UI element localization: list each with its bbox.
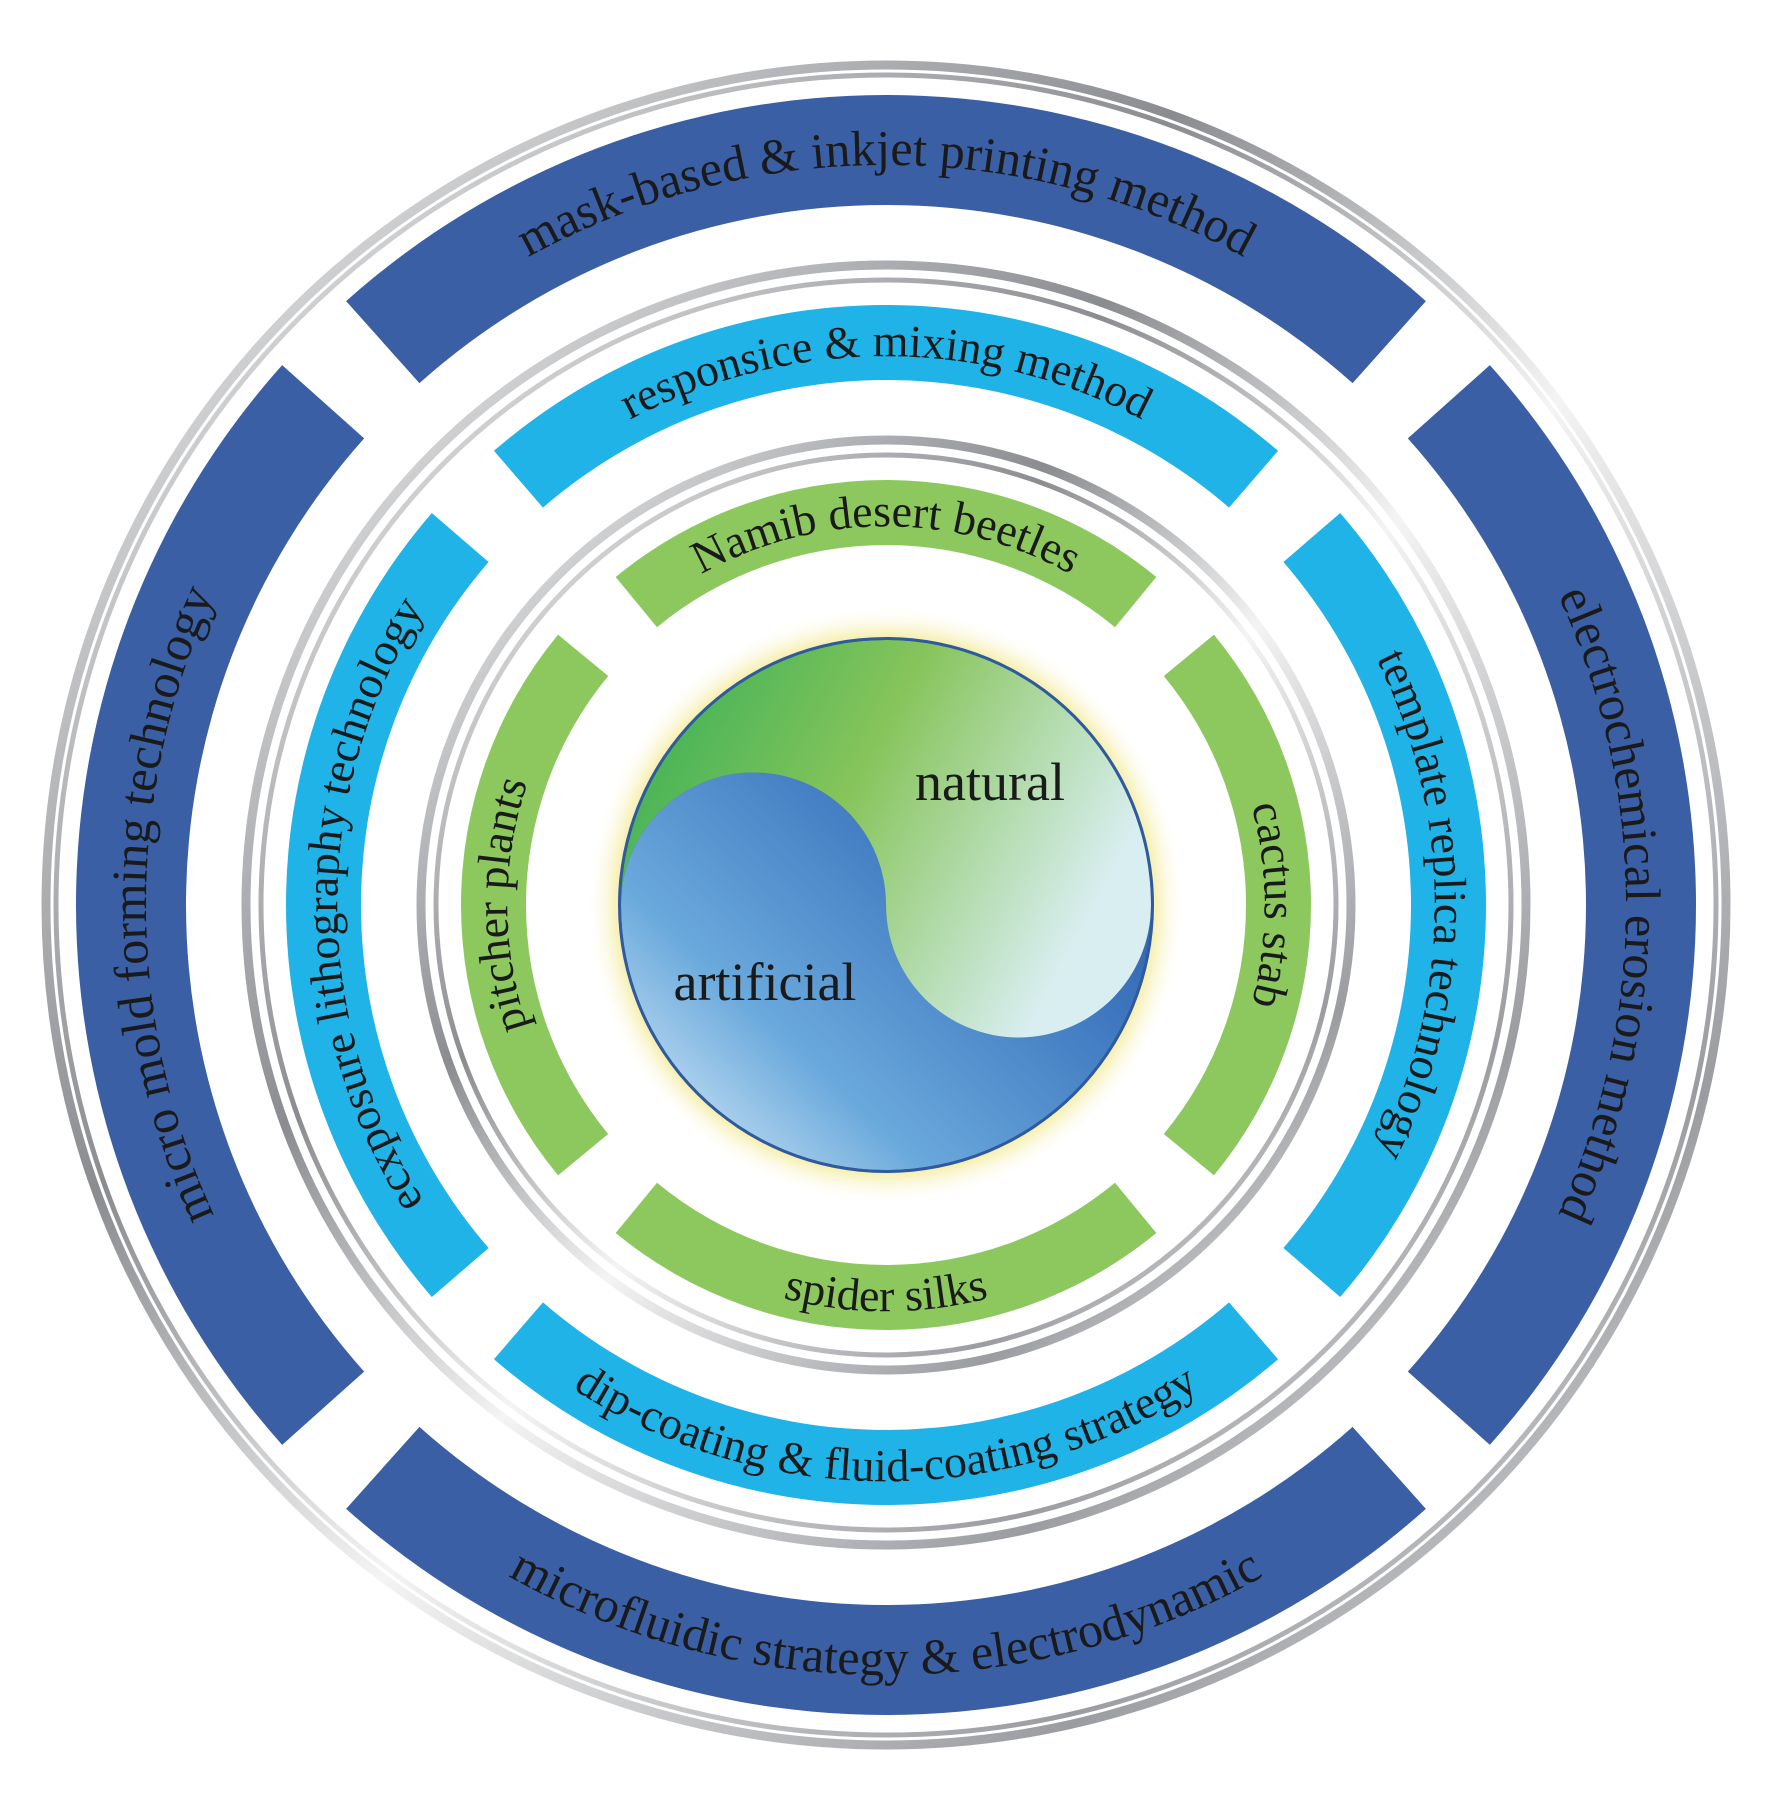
middle-ring-segment-right: [1283, 512, 1486, 1298]
rings-layer: [41, 60, 1731, 1750]
metallic-ring: [416, 435, 1356, 1375]
natural-label: natural: [915, 752, 1065, 812]
inner-ring-segment-bottom: [615, 1182, 1157, 1330]
middle-ring-label-left: ecxposure lithography technology: [296, 587, 432, 1223]
middle-ring-segment-bottom: [493, 1302, 1279, 1505]
metallic-ring: [258, 277, 1514, 1533]
outer-ring-segment-bottom: [346, 1426, 1426, 1715]
artificial-half: [621, 772, 1151, 1170]
middle-ring-segment-left: [286, 512, 489, 1298]
metallic-ring: [41, 60, 1731, 1750]
inner-ring-segment-top: [615, 479, 1157, 628]
metallic-ring: [53, 72, 1719, 1738]
inner-ring-segment-right: [1163, 634, 1311, 1176]
outer-ring-segment-right: [1407, 365, 1696, 1445]
inner-ring-segment-left: [460, 634, 609, 1176]
middle-ring-segment-top: [493, 304, 1279, 508]
metallic-ring: [241, 260, 1531, 1550]
outer-ring-segment-top: [346, 95, 1426, 384]
natural-half: [621, 640, 1151, 1038]
outer-ring-segment-left: [75, 365, 365, 1445]
yin-yang-core: natural artificial: [586, 605, 1186, 1205]
artificial-label: artificial: [674, 952, 857, 1012]
metallic-ring: [433, 452, 1339, 1358]
